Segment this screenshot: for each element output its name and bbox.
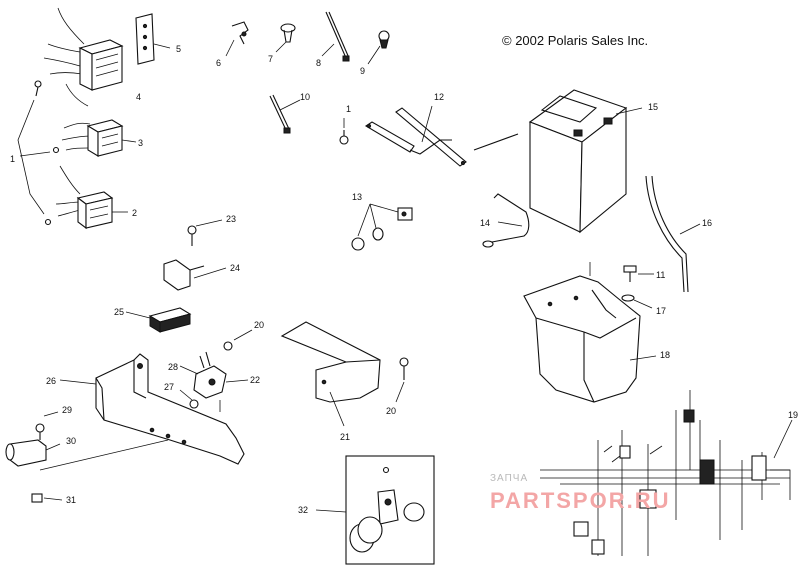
callout-1-center: 1 [346,104,351,114]
callout-7: 7 [268,54,273,64]
part-16-vent-tube [645,175,701,293]
part-1-screws [17,80,60,226]
watermark: ЗАПЧА PARTSPOR.RU [490,473,671,513]
callout-31: 31 [66,495,76,505]
callout-6: 6 [216,58,221,68]
callout-20-right: 20 [386,406,396,416]
callout-21: 21 [340,432,350,442]
part-21-cover [280,321,381,427]
callout-5: 5 [176,44,181,54]
callout-27: 27 [164,382,174,392]
part-22-regulator [179,351,249,412]
callout-19: 19 [788,410,798,420]
part-12-strap [364,105,467,167]
callout-1: 1 [10,154,15,164]
callout-8: 8 [316,58,321,68]
part-5-bracket [135,13,171,65]
callout-2: 2 [132,208,137,218]
part-15-battery [528,89,643,234]
callout-24: 24 [230,263,240,273]
part-20-bolt-top [223,329,253,351]
callout-18: 18 [660,350,670,360]
part-19-wiring-harness [540,390,793,556]
part-10-cable-tie [269,94,301,134]
part-8-cable-tie [321,11,350,62]
callout-13: 13 [352,192,362,202]
callout-11: 11 [656,270,665,280]
part-7-clip [275,23,296,53]
part-29-bolt [35,411,59,440]
part-24-bracket [163,259,227,291]
watermark-line-2: PARTSPOR.RU [490,488,671,513]
callout-32: 32 [298,505,308,515]
callout-17: 17 [656,306,666,316]
callout-numbers: 1 1 2 3 4 5 6 7 8 9 10 11 12 13 14 15 16… [10,44,798,515]
part-13-fuse-parts [351,203,413,251]
part-20-bolt-right [395,357,409,403]
callout-15: 15 [648,102,658,112]
callout-4: 4 [136,92,141,102]
part-23-bolt [187,219,223,246]
callout-26: 26 [46,376,56,386]
part-2-module [55,165,128,230]
part-1-bolt [339,118,349,145]
callout-22: 22 [250,375,260,385]
callout-10: 10 [300,92,310,102]
callout-25: 25 [114,307,124,317]
part-9-clip [367,30,390,65]
part-27-nut [179,389,199,409]
part-17-washer [621,294,653,309]
copyright-text: © 2002 Polaris Sales Inc. [502,33,648,48]
part-11-bolt [623,265,654,282]
callout-12: 12 [434,92,444,102]
part-4-module [43,7,124,107]
callout-30: 30 [66,436,76,446]
part-3-module [61,119,137,157]
callout-29: 29 [62,405,72,415]
callout-3: 3 [138,138,143,148]
callout-16: 16 [702,218,712,228]
watermark-line-1: ЗАПЧА [490,473,528,484]
part-30-coil [5,439,169,471]
part-31-nut [31,493,63,503]
part-25-relay [125,307,192,333]
callout-14: 14 [480,218,490,228]
callout-20-top: 20 [254,320,264,330]
callout-9: 9 [360,66,365,76]
part-6-clip [225,21,249,57]
callout-23: 23 [226,214,236,224]
callout-28: 28 [168,362,178,372]
part-18-battery-box [523,262,657,403]
part-26-mounting-plate [59,353,245,465]
battery-cable-line [473,133,519,151]
part-32-inset [315,455,435,565]
part-14-cable [482,193,530,248]
